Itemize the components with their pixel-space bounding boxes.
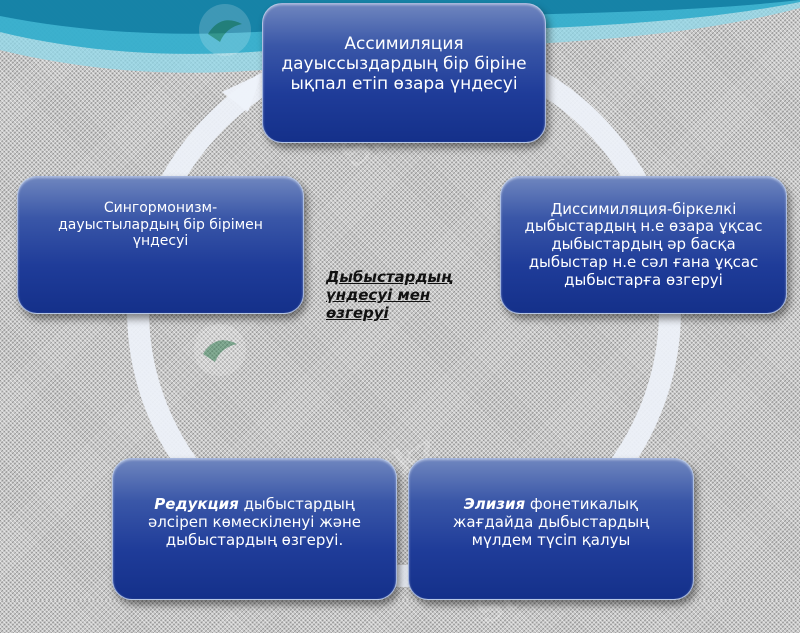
elision-text-block: Элизия фонетикалық жағдайда дыбыстардың … bbox=[427, 496, 675, 549]
bird-icon bbox=[199, 4, 251, 56]
synharmonism-box: Сингормонизм-дауыстылардың бір бірімен ү… bbox=[17, 176, 304, 314]
dissimilation-text: Диссимиляция-біркелкі дыбыстардың н.е өз… bbox=[524, 199, 763, 289]
cycle-arrow-icon bbox=[222, 73, 262, 112]
reduction-text-block: Редукция дыбыстардың әлсіреп көмескілену… bbox=[129, 496, 380, 549]
reduction-term: Редукция bbox=[154, 495, 239, 514]
assimilation-box: Ассимиляция дауыссыздардың бір біріне ық… bbox=[262, 3, 546, 143]
elision-box: Элизия фонетикалық жағдайда дыбыстардың … bbox=[408, 458, 694, 600]
center-title: Дыбыстардың үндесуі мен өзгеруі bbox=[326, 268, 452, 322]
reduction-description: дыбыстардың әлсіреп көмескіленуі және ды… bbox=[147, 495, 362, 549]
dissimilation-box: Диссимиляция-біркелкі дыбыстардың н.е өз… bbox=[500, 176, 787, 314]
elision-description: фонетикалық жағдайда дыбыстардың мүлдем … bbox=[452, 495, 650, 549]
synharmonism-text: Сингормонизм-дауыстылардың бір бірімен ү… bbox=[58, 200, 263, 250]
assimilation-text: Ассимиляция дауыссыздардың бір біріне ық… bbox=[281, 33, 527, 95]
elision-term: Элизия bbox=[463, 495, 526, 514]
bird-icon bbox=[194, 324, 246, 376]
reduction-box: Редукция дыбыстардың әлсіреп көмескілену… bbox=[112, 458, 397, 600]
